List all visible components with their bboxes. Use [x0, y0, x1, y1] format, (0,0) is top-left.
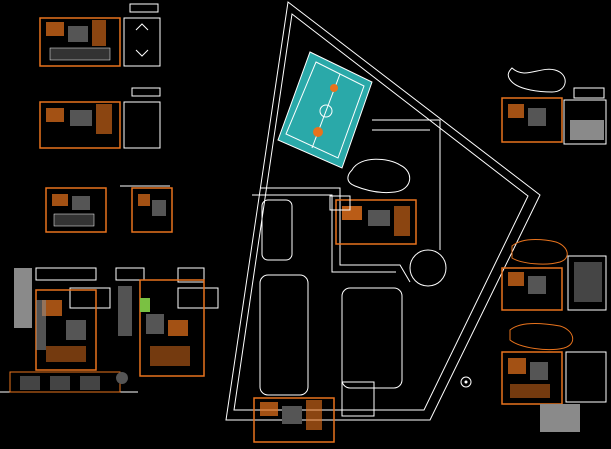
plan-right-mid [501, 239, 607, 311]
main-building [329, 195, 417, 245]
roundabout [409, 249, 447, 287]
plan-bottom-left-a [14, 267, 111, 371]
plan-right-bottom [501, 323, 607, 432]
plan-top-left-1 [39, 3, 161, 67]
north-marker [460, 376, 472, 388]
site-boundary-inner [233, 13, 529, 411]
parking-lot-2 [341, 287, 403, 389]
elevation-drawing [0, 371, 138, 393]
site-plan [225, 1, 541, 421]
plan-bottom-left-b [115, 267, 219, 377]
parking-lot-1 [259, 274, 309, 396]
plan-mid-left-a [45, 187, 107, 233]
sports-court [277, 51, 373, 169]
site-boundary [225, 1, 541, 421]
internal-road [260, 187, 411, 283]
pond [347, 158, 410, 193]
plan-top-left-2 [39, 87, 161, 149]
plan-mid-left-b [120, 185, 173, 233]
plan-bottom-center [253, 381, 375, 443]
parking-lot-3 [261, 199, 293, 261]
plan-right-top [501, 67, 607, 145]
